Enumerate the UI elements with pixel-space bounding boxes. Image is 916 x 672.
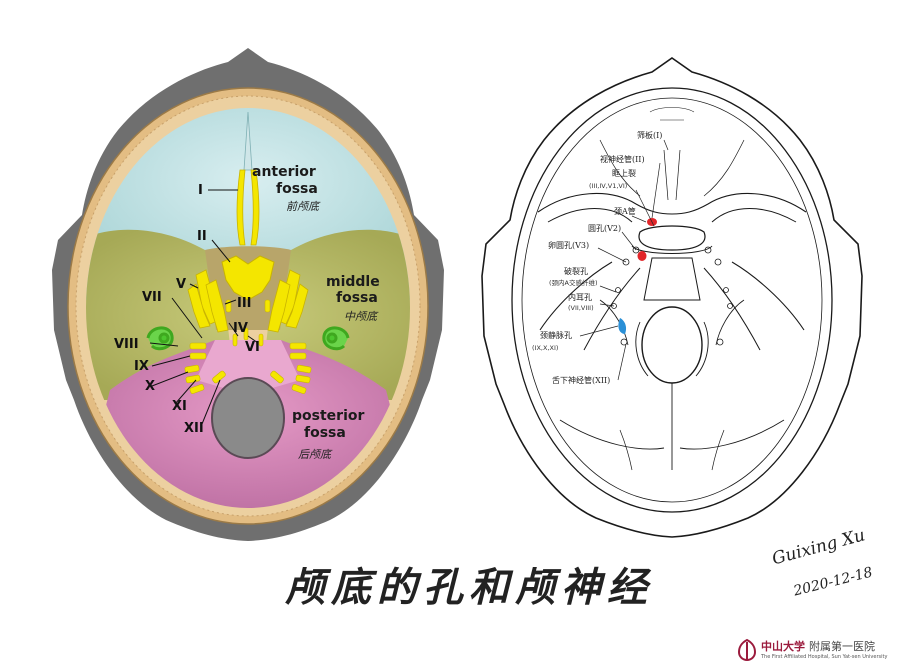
right-line-drawing-skull-base (481, 57, 863, 538)
oculomotor-abducens-nerves (225, 299, 271, 347)
left-colored-skull-base: I II V VII III IV VI VIII IX X XI XII an… (52, 48, 444, 541)
logo-english-text: The First Affiliated Hospital, Sun Yat-s… (761, 654, 888, 660)
label-cn-III: III (237, 296, 252, 311)
label-hypoglossal: 舌下神经管(XII) (552, 375, 610, 385)
label-anterior-fossa: anterior (252, 164, 316, 180)
label-posterior-fossa: posterior (292, 408, 364, 424)
label-cn-VIII: VIII (114, 337, 139, 352)
logo-hospital-name: 附属第一医院 (809, 640, 875, 653)
label-posterior-fossa-cn: 后颅底 (298, 448, 333, 461)
middle-fossa-region (86, 229, 410, 400)
right-colored-foramina (618, 218, 657, 334)
optic-chiasm (221, 255, 275, 301)
label-optic-canal: 视神经管(II) (600, 154, 645, 164)
trigeminal-nerve-left (187, 269, 229, 333)
label-cn-IV: IV (233, 321, 248, 336)
inner-ear-right (322, 326, 350, 351)
label-int-acoustic-2: (VII,VIII) (568, 304, 594, 312)
label-cn-VI: VI (245, 340, 260, 355)
lower-cranial-nerves-left (184, 342, 226, 394)
label-cn-X: X (145, 379, 155, 394)
label-anterior-fossa-2: fossa (276, 181, 318, 197)
label-carotid: 颈A管 (614, 206, 636, 216)
nerve-leader-lines (149, 189, 259, 425)
right-foramen-magnum (641, 306, 703, 384)
trigeminal-nerve-right (267, 269, 309, 333)
label-cn-I: I (198, 183, 203, 198)
label-middle-fossa-cn: 中颅底 (344, 310, 379, 323)
label-cn-II: II (197, 229, 207, 244)
label-spinosum-1: 破裂孔 (564, 266, 588, 276)
label-posterior-fossa-2: fossa (304, 425, 346, 441)
signature-date: 2020-12-18 (792, 564, 875, 600)
label-spinosum-2: (颈内A交感纤维) (549, 278, 598, 287)
label-ovale: 卵圆孔(V3) (548, 240, 589, 250)
page-title: 颅底的孔和颅神经 (285, 564, 653, 611)
label-jugular-1: 颈静脉孔 (540, 330, 572, 340)
foramen-magnum (211, 377, 285, 459)
label-jugular-2: (IX,X,XI) (532, 344, 558, 352)
label-cn-IX: IX (134, 359, 149, 374)
label-rotundum: 圆孔(V2) (588, 224, 621, 233)
olfactory-nerve-tracts (236, 169, 260, 246)
label-int-acoustic-1: 内耳孔 (568, 292, 592, 302)
lower-cranial-nerves-right (270, 342, 312, 394)
jugular-foramen-marker (618, 318, 627, 334)
right-label-leaders (579, 139, 669, 381)
crista-galli (243, 111, 253, 171)
label-sup-orbital-2: (III,IV,V1,VI) (589, 182, 627, 190)
carotid-canal-marker (637, 251, 647, 261)
label-anterior-fossa-cn: 前颅底 (286, 200, 321, 213)
hospital-logo: 中山大学附属第一医院 The First Affiliated Hospital… (737, 636, 912, 666)
label-sup-orbital-1: 眶上裂 (612, 168, 636, 178)
label-middle-fossa: middle (326, 274, 380, 290)
right-outer-silhouette (481, 57, 863, 538)
label-cn-VII: VII (142, 290, 162, 305)
label-cn-XII: XII (184, 421, 204, 436)
university-emblem-icon (737, 638, 757, 662)
label-middle-fossa-2: fossa (336, 290, 378, 306)
label-cn-V: V (176, 277, 186, 292)
author-signature: Guixing Xu 2020-12-18 (770, 525, 910, 610)
logo-university-name: 中山大学 (761, 640, 805, 653)
label-cribriform: 筛板(I) (637, 130, 662, 140)
label-cn-XI: XI (172, 399, 187, 414)
logo-chinese-text: 中山大学附属第一医院 (761, 638, 875, 654)
